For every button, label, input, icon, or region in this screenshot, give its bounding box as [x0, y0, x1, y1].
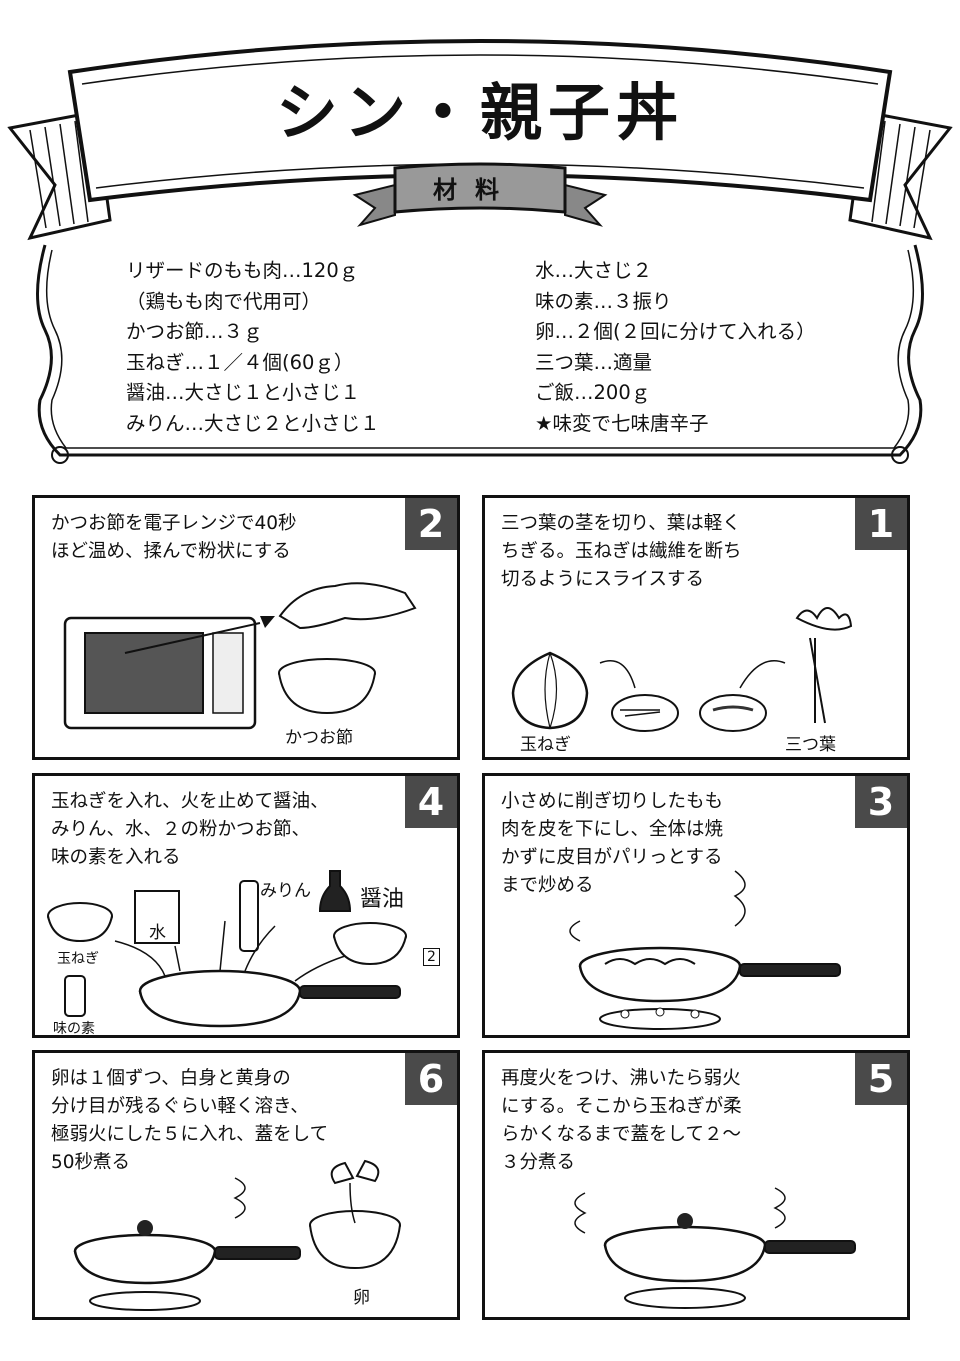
ingredient-item: みりん…大さじ２と小さじ１: [126, 411, 380, 435]
step-number-badge: 5: [855, 1053, 907, 1105]
ingredient-item: 玉ねぎ…１／４個(60ｇ）: [126, 350, 354, 374]
pan-egg-illustration: [73, 1159, 401, 1311]
step-panel-4: 玉ねぎを入れ、火を止めて醤油、 みりん、水、２の粉かつお節、 味の素を入れる 4…: [32, 773, 460, 1038]
illustration-label: 玉ねぎ: [520, 735, 571, 755]
illustration-label: みりん: [260, 881, 311, 901]
step-text: かつお節を電子レンジで40秒 ほど温め、揉んで粉状にする: [51, 513, 297, 562]
step-text: 小さめに削ぎ切りしたもも 肉を皮を下にし、全体は焼 かずに皮目がパリっとする ま…: [501, 791, 724, 896]
step-text: 三つ葉の茎を切り、葉は軽く ちぎる。玉ねぎは繊維を断ち 切るようにスライスする: [501, 513, 742, 590]
step-panel-6: 卵は１個ずつ、白身と黄身の 分け目が残るぐらい軽く溶き、 極弱火にした５に入れ、…: [32, 1050, 460, 1320]
illustration-label: 水: [149, 923, 166, 943]
frying-pan-illustration: [569, 870, 841, 1030]
illustration-label: 三つ葉: [785, 735, 836, 755]
ingredients-heading: 材料: [433, 176, 517, 204]
ingredients-right-list: 水…大さじ２ 味の素…３振り 卵…２個(２回に分けて入れる） 三つ葉…適量 ご飯…: [535, 256, 816, 439]
illustration-label: 味の素: [53, 1021, 95, 1037]
microwave-illustration: [63, 582, 417, 730]
step-number-badge: 3: [855, 776, 907, 828]
illustration-label: かつお節: [285, 728, 353, 748]
step-panel-1: 三つ葉の茎を切り、葉は軽く ちぎる。玉ねぎは繊維を断ち 切るようにスライスする …: [482, 495, 910, 760]
onion-mitsuba-illustration: [511, 607, 853, 732]
pan-ingredients-illustration: [47, 870, 407, 1028]
step-text: 再度火をつけ、沸いたら弱火 にする。そこから玉ねぎが柔 らかくなるまで蓋をして２…: [501, 1068, 742, 1173]
step-panel-2: かつお節を電子レンジで40秒 ほど温め、揉んで粉状にする 2 かつお節: [32, 495, 460, 760]
title-banner: [7, 39, 953, 464]
ingredient-item: かつお節…３ｇ: [126, 320, 263, 343]
step-panel-5: 再度火をつけ、沸いたら弱火 にする。そこから玉ねぎが柔 らかくなるまで蓋をして２…: [482, 1050, 910, 1320]
ingredient-item: ご飯…200ｇ: [535, 381, 651, 404]
illustration-label: 玉ねぎ: [57, 951, 99, 967]
ingredient-item: 三つ葉…適量: [535, 350, 653, 374]
step-text: 卵は１個ずつ、白身と黄身の 分け目が残るぐらい軽く溶き、 極弱火にした５に入れ、…: [51, 1068, 329, 1173]
ingredient-item: 醤油…大さじ１と小さじ１: [126, 381, 361, 404]
step-number-badge: 6: [405, 1053, 457, 1105]
page-title: シン・親子丼: [275, 76, 684, 149]
illustration-label: 2: [423, 948, 440, 966]
illustration-label: 卵: [353, 1288, 370, 1308]
step-panel-3: 小さめに削ぎ切りしたもも 肉を皮を下にし、全体は焼 かずに皮目がパリっとする ま…: [482, 773, 910, 1038]
step-number-badge: 2: [405, 498, 457, 550]
ingredient-item: 水…大さじ２: [535, 259, 653, 282]
step-number-badge: 1: [855, 498, 907, 550]
ingredient-item: （鶏もも肉で代用可）: [126, 289, 322, 313]
ingredient-item: 味の素…３振り: [535, 289, 672, 313]
step-text: 玉ねぎを入れ、火を止めて醤油、 みりん、水、２の粉かつお節、 味の素を入れる: [51, 791, 329, 868]
ingredients-left-list: リザードのもも肉…120ｇ （鶏もも肉で代用可） かつお節…３ｇ 玉ねぎ…１／４…: [126, 256, 380, 439]
ingredient-item: リザードのもも肉…120ｇ: [126, 259, 359, 282]
step-number-badge: 4: [405, 776, 457, 828]
covered-pan-illustration: [574, 1187, 856, 1309]
ingredient-item: 卵…２個(２回に分けて入れる）: [535, 320, 816, 343]
illustration-label: 醤油: [360, 887, 405, 912]
ingredient-item: ★味変で七味唐辛子: [535, 411, 709, 435]
